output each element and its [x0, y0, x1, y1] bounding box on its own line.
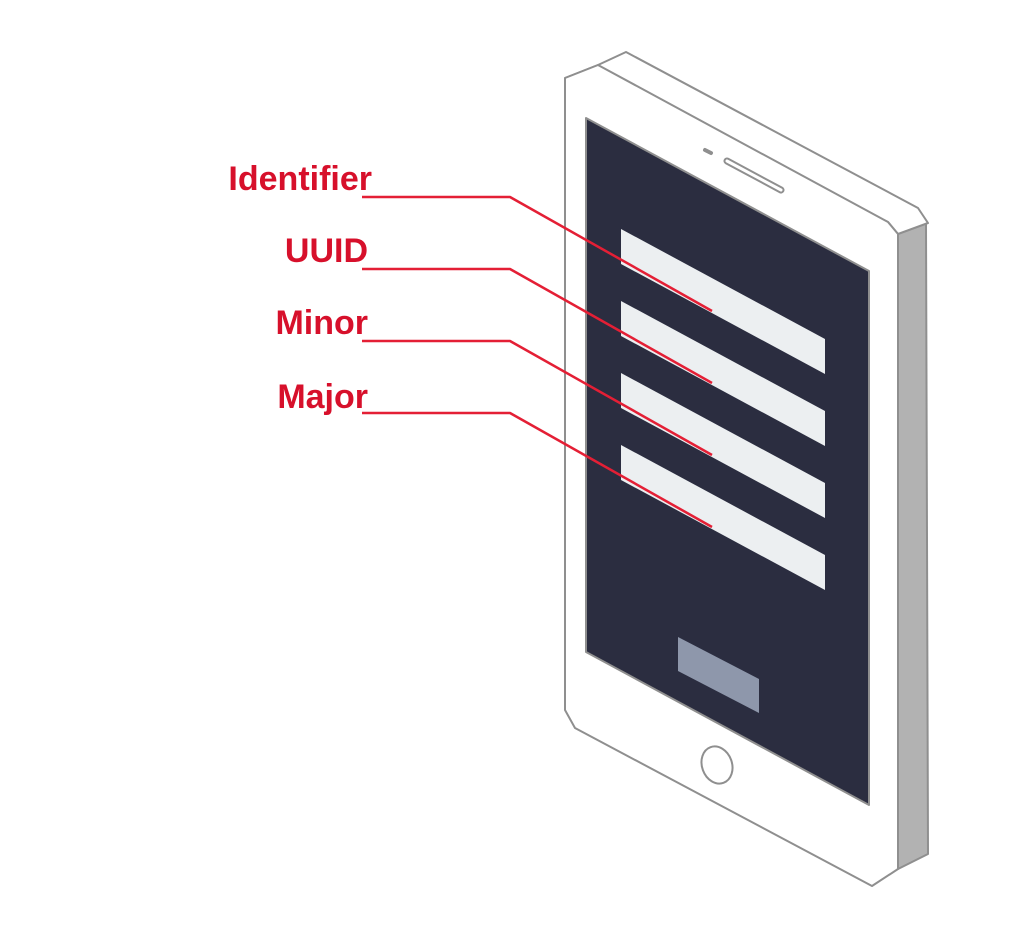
- screen-submit-button[interactable]: [678, 637, 759, 713]
- leader-line-uuid: [362, 267, 713, 385]
- leader-line-identifier: [362, 195, 713, 313]
- callout-label-identifier: Identifier: [228, 160, 372, 198]
- field-major: [621, 445, 825, 590]
- field-uuid: [621, 301, 825, 446]
- callout-label-minor: Minor: [275, 304, 368, 342]
- field-minor: [621, 373, 825, 518]
- speaker-grille-inner: [725, 159, 783, 192]
- leader-line-minor: [362, 339, 713, 457]
- callout-leader-lines: [362, 195, 713, 529]
- callout-label-uuid: UUID: [285, 232, 368, 270]
- home-button[interactable]: [696, 742, 737, 788]
- phone-side-face: [897, 222, 929, 870]
- front-camera-icon: [703, 148, 713, 155]
- field-identifier: [621, 229, 825, 374]
- screen-fields: [621, 229, 825, 590]
- leader-line-major: [362, 411, 713, 529]
- callout-label-major: Major: [277, 378, 368, 416]
